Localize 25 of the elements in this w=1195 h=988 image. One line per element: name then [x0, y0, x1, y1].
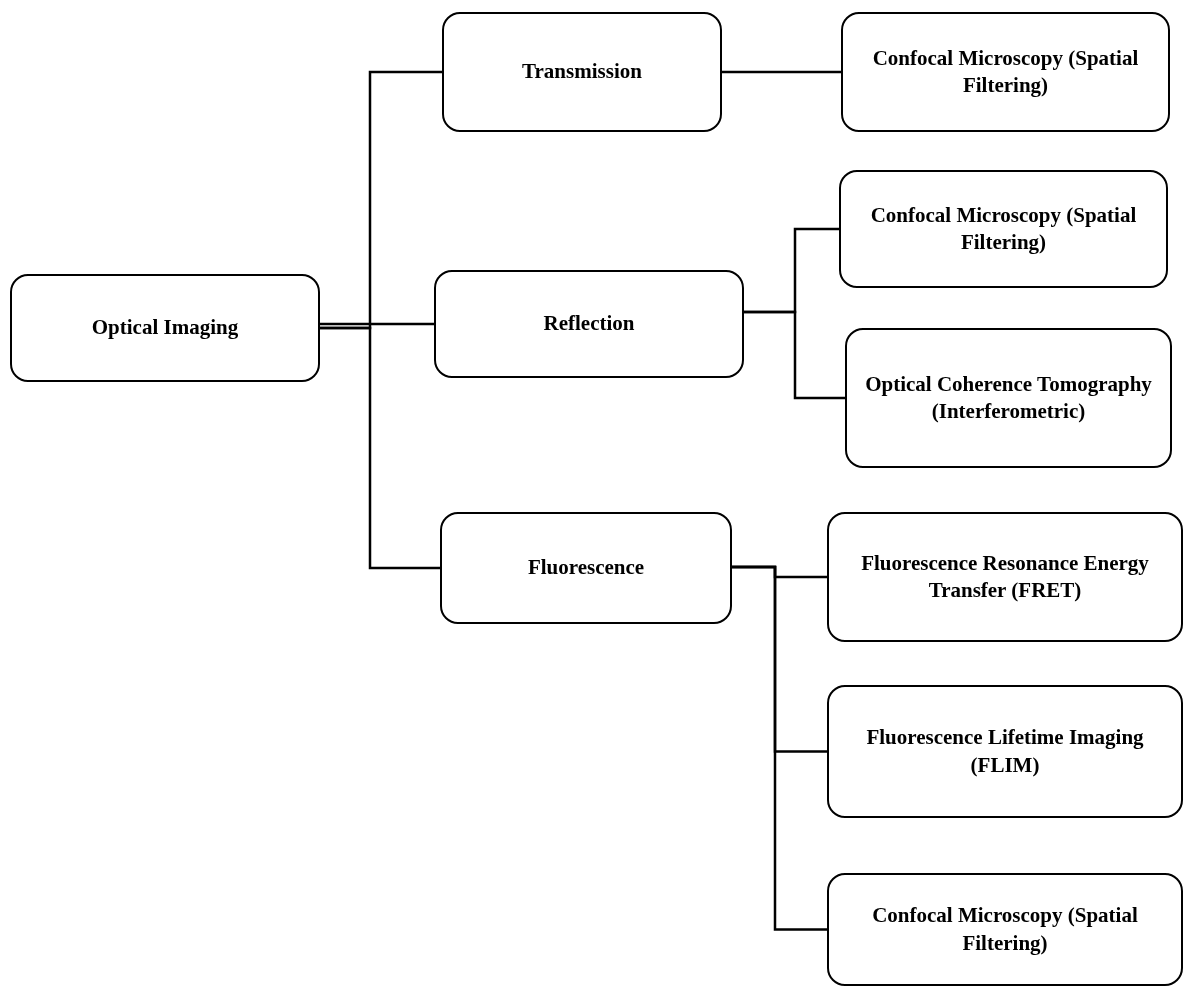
node-label: Reflection [543, 310, 635, 338]
category-box [440, 512, 732, 624]
category-box [845, 328, 1172, 468]
connector-line [744, 310, 845, 400]
category-box [839, 170, 1168, 288]
connector-line [722, 70, 841, 74]
category-box [827, 685, 1183, 818]
category-box [442, 12, 722, 132]
category-box [841, 12, 1170, 132]
node-label: Fluorescence [527, 554, 645, 582]
connector-line [320, 326, 440, 570]
node-label: Confocal Microscopy (Spatial Filtering) [869, 201, 1138, 256]
node-label: Fluorescence Lifetime Imaging (FLIM) [865, 724, 1145, 779]
node-label: Fluorescence Resonance Energy Transfer (FRET) [860, 549, 1150, 604]
node-label: Optical Imaging [91, 314, 239, 342]
root-box [10, 274, 320, 382]
node-label: Transmission [522, 58, 642, 86]
connector-line [732, 565, 827, 931]
node-label: Confocal Microscopy (Spatial Filtering) [871, 44, 1140, 99]
connector-line [320, 322, 434, 326]
category-box [827, 873, 1183, 986]
node-label: Confocal Microscopy (Spatial Filtering) [871, 902, 1139, 957]
category-box [827, 512, 1183, 642]
category-box [434, 270, 744, 378]
node-label: Optical Coherence Tomography (Interferometric) [864, 370, 1153, 425]
